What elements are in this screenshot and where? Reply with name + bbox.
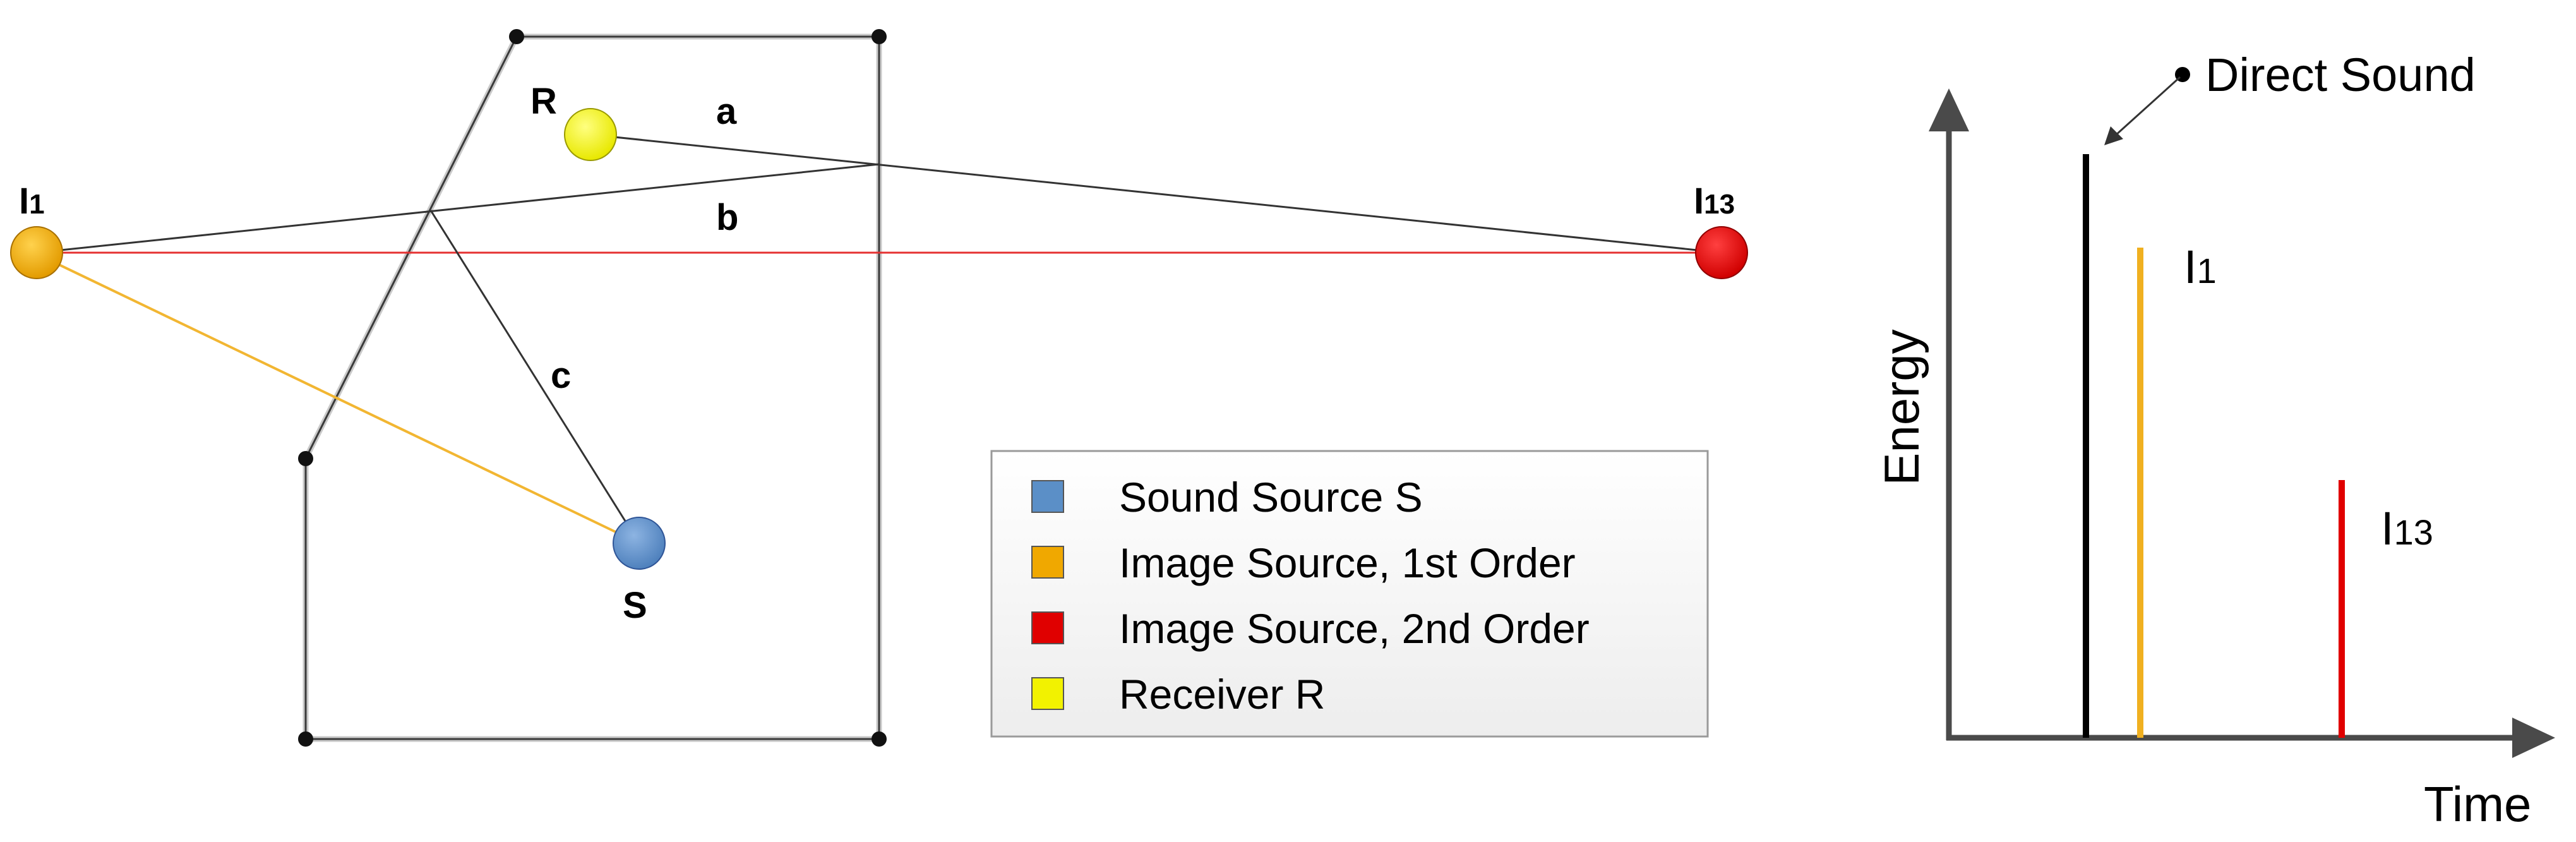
source-label: S xyxy=(623,585,647,626)
ray-c xyxy=(429,210,640,544)
legend-swatch xyxy=(1031,546,1064,579)
legend: Sound Source S Image Source, 1st OrderIma… xyxy=(990,450,1709,738)
receiver-circle xyxy=(564,108,617,161)
path-b-label: b xyxy=(716,197,738,238)
corner-dot xyxy=(872,29,887,44)
peak-image-13-label: I13 xyxy=(2381,502,2433,555)
image-source-13-circle xyxy=(1695,226,1748,279)
legend-item: Image Source, 2nd Order xyxy=(1031,605,1590,652)
legend-box xyxy=(990,450,1709,738)
legend-swatch xyxy=(1031,480,1064,513)
legend-item: Sound Source S xyxy=(1031,474,1423,520)
corner-dot xyxy=(509,29,524,44)
wall-corner-dots xyxy=(298,29,887,747)
callout-leader xyxy=(2114,76,2181,136)
legend-label: Sound Source S xyxy=(1119,474,1423,520)
y-axis-arrow xyxy=(1929,88,1969,131)
legend-label: Receiver R xyxy=(1119,671,1325,718)
legend-swatch xyxy=(1031,611,1064,644)
legend-item: Receiver R xyxy=(1031,671,1325,718)
direct-sound-label: Direct Sound xyxy=(2205,49,2476,101)
path-c-label: c xyxy=(551,355,571,396)
image1-to-source-line xyxy=(36,253,640,544)
ray-paths xyxy=(36,133,1722,544)
corner-dot xyxy=(298,731,313,747)
image-source-13-label: I13 xyxy=(1694,181,1735,222)
legend-swatch xyxy=(1031,677,1064,710)
legend-item: Image Source, 1st Order xyxy=(1031,539,1576,586)
ray-a xyxy=(590,133,1722,254)
callout-arrowhead xyxy=(2104,126,2123,145)
direct-sound-callout: Direct Sound xyxy=(2104,49,2476,145)
x-axis-label: Time xyxy=(2424,776,2531,832)
image-source-1-label: I1 xyxy=(19,181,45,222)
room-diagram: R S a b c I1 I13 xyxy=(10,29,1748,747)
echogram: Energy Time Direct Sound I1 I13 xyxy=(1874,49,2555,832)
x-axis-arrow xyxy=(2512,718,2555,758)
sound-source-circle xyxy=(613,517,666,570)
peak-image-1-label: I1 xyxy=(2184,241,2217,293)
path-a-label: a xyxy=(716,91,737,132)
legend-items: Sound Source S Image Source, 1st OrderIma… xyxy=(1031,474,1590,718)
receiver-label: R xyxy=(530,81,557,122)
image-source-1-circle xyxy=(10,226,63,279)
corner-dot xyxy=(872,731,887,747)
legend-label: Image Source, 1st Order xyxy=(1119,539,1576,586)
corner-dot xyxy=(298,451,313,466)
legend-label: Image Source, 2nd Order xyxy=(1119,605,1590,652)
y-axis-label: Energy xyxy=(1874,329,1929,485)
room-walls xyxy=(303,33,882,742)
ray-b xyxy=(36,163,880,254)
